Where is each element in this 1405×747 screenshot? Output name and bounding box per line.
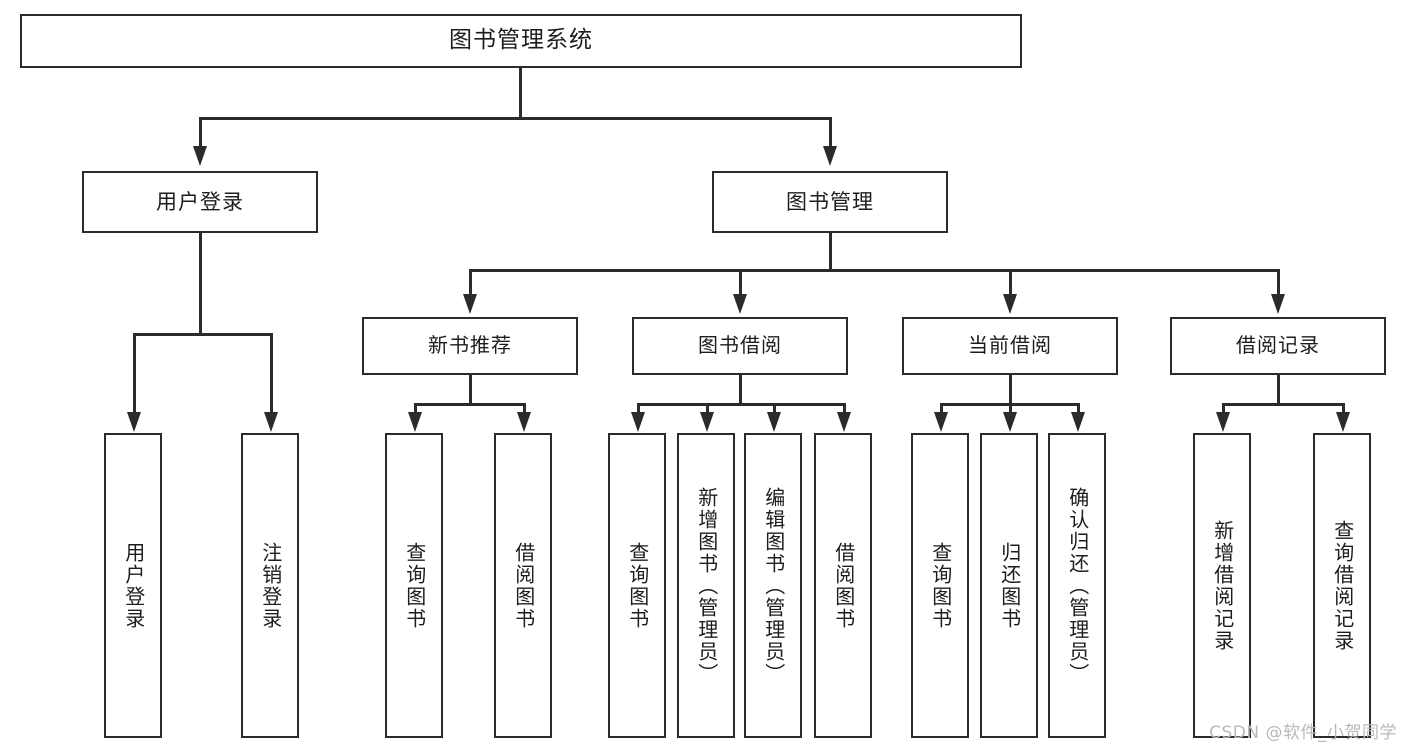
edge-current-stem bbox=[1009, 375, 1012, 405]
leaf-query-books-borrow[interactable]: 查询图书 bbox=[608, 433, 666, 738]
edge-root-to-book-mgmt bbox=[829, 117, 832, 150]
leaf-label: 查询图书 bbox=[402, 541, 427, 630]
node-label: 图书管理 bbox=[786, 189, 874, 214]
arrow-current-to-leaf-2 bbox=[1003, 412, 1017, 432]
leaf-borrow-book[interactable]: 借阅图书 bbox=[814, 433, 872, 738]
arrow-current-to-leaf-1 bbox=[934, 412, 948, 432]
leaf-user-login[interactable]: 用户登录 bbox=[104, 433, 162, 738]
arrow-book-mgmt-to-new-books bbox=[463, 294, 477, 314]
arrow-borrow-to-leaf-3 bbox=[767, 412, 781, 432]
arrow-records-to-leaf-1 bbox=[1216, 412, 1230, 432]
arrow-user-login-to-leaf-2 bbox=[264, 412, 278, 432]
node-new-book-recommend[interactable]: 新书推荐 bbox=[362, 317, 578, 375]
node-label: 图书管理系统 bbox=[449, 27, 593, 54]
leaf-label: 注销登录 bbox=[258, 541, 283, 630]
edge-root-to-user-login bbox=[199, 117, 202, 150]
edge-user-login-to-leaf-2 bbox=[270, 333, 273, 415]
edge-new-books-stem bbox=[469, 375, 472, 405]
arrow-root-to-book-mgmt bbox=[823, 146, 837, 166]
edge-records-to-leaf-2 bbox=[1342, 403, 1345, 415]
arrow-root-to-user-login bbox=[193, 146, 207, 166]
leaf-add-book-admin[interactable]: 新增图书（管理员） bbox=[677, 433, 735, 738]
node-book-management[interactable]: 图书管理 bbox=[712, 171, 948, 233]
node-current-borrow[interactable]: 当前借阅 bbox=[902, 317, 1118, 375]
leaf-label: 新增借阅记录 bbox=[1210, 519, 1235, 652]
node-book-borrow[interactable]: 图书借阅 bbox=[632, 317, 848, 375]
edge-records-bus bbox=[1222, 403, 1344, 406]
node-label: 新书推荐 bbox=[428, 333, 512, 358]
leaf-query-borrow-record[interactable]: 查询借阅记录 bbox=[1313, 433, 1371, 738]
arrow-records-to-leaf-2 bbox=[1336, 412, 1350, 432]
leaf-label: 新增图书（管理员） bbox=[694, 486, 719, 685]
edge-new-books-bus bbox=[414, 403, 526, 406]
edge-book-mgmt-to-borrow bbox=[739, 269, 742, 297]
arrow-borrow-to-leaf-1 bbox=[631, 412, 645, 432]
leaf-label: 借阅图书 bbox=[831, 541, 856, 630]
edge-borrow-to-leaf-1 bbox=[637, 403, 640, 415]
leaf-label: 用户登录 bbox=[121, 541, 146, 630]
leaf-label: 查询图书 bbox=[625, 541, 650, 630]
leaf-query-books-current[interactable]: 查询图书 bbox=[911, 433, 969, 738]
leaf-label: 查询图书 bbox=[928, 541, 953, 630]
edge-current-to-leaf-2 bbox=[1009, 403, 1012, 415]
edge-records-stem bbox=[1277, 375, 1280, 405]
leaf-query-books-recommend[interactable]: 查询图书 bbox=[385, 433, 443, 738]
edge-user-login-stem bbox=[199, 233, 202, 335]
node-label: 当前借阅 bbox=[968, 333, 1052, 358]
arrow-new-books-to-leaf-2 bbox=[517, 412, 531, 432]
node-label: 用户登录 bbox=[156, 189, 244, 214]
edge-borrow-bus bbox=[637, 403, 845, 406]
edge-records-to-leaf-1 bbox=[1222, 403, 1225, 415]
edge-borrow-to-leaf-3 bbox=[773, 403, 776, 415]
arrow-book-mgmt-to-current bbox=[1003, 294, 1017, 314]
arrow-book-mgmt-to-records bbox=[1271, 294, 1285, 314]
leaf-label: 编辑图书（管理员） bbox=[761, 486, 786, 685]
arrow-borrow-to-leaf-4 bbox=[837, 412, 851, 432]
leaf-edit-book-admin[interactable]: 编辑图书（管理员） bbox=[744, 433, 802, 738]
edge-user-login-to-leaf-1 bbox=[133, 333, 136, 415]
arrow-current-to-leaf-3 bbox=[1071, 412, 1085, 432]
edge-book-mgmt-to-current bbox=[1009, 269, 1012, 297]
node-label: 借阅记录 bbox=[1236, 333, 1320, 358]
edge-book-mgmt-bus bbox=[469, 269, 1279, 272]
edge-borrow-to-leaf-4 bbox=[843, 403, 846, 415]
arrow-book-mgmt-to-borrow bbox=[733, 294, 747, 314]
edge-current-to-leaf-1 bbox=[940, 403, 943, 415]
edge-new-books-to-leaf-1 bbox=[414, 403, 417, 415]
node-label: 图书借阅 bbox=[698, 333, 782, 358]
leaf-add-borrow-record[interactable]: 新增借阅记录 bbox=[1193, 433, 1251, 738]
edge-user-login-bus bbox=[133, 333, 272, 336]
edge-borrow-stem bbox=[739, 375, 742, 405]
edge-root-stem bbox=[519, 68, 522, 119]
edge-new-books-to-leaf-2 bbox=[523, 403, 526, 415]
edge-borrow-to-leaf-2 bbox=[706, 403, 709, 415]
leaf-label: 确认归还（管理员） bbox=[1065, 486, 1090, 685]
arrow-borrow-to-leaf-2 bbox=[700, 412, 714, 432]
leaf-borrow-books-recommend[interactable]: 借阅图书 bbox=[494, 433, 552, 738]
arrow-new-books-to-leaf-1 bbox=[408, 412, 422, 432]
leaf-label: 归还图书 bbox=[997, 541, 1022, 630]
leaf-return-book[interactable]: 归还图书 bbox=[980, 433, 1038, 738]
leaf-label: 查询借阅记录 bbox=[1330, 519, 1355, 652]
node-borrow-records[interactable]: 借阅记录 bbox=[1170, 317, 1386, 375]
edge-book-mgmt-to-new-books bbox=[469, 269, 472, 297]
arrow-user-login-to-leaf-1 bbox=[127, 412, 141, 432]
leaf-label: 借阅图书 bbox=[511, 541, 536, 630]
edge-book-mgmt-to-records bbox=[1277, 269, 1280, 297]
edge-book-mgmt-stem bbox=[829, 233, 832, 271]
edge-current-to-leaf-3 bbox=[1077, 403, 1080, 415]
edge-root-bus bbox=[199, 117, 832, 120]
node-root-system[interactable]: 图书管理系统 bbox=[20, 14, 1022, 68]
leaf-confirm-return-admin[interactable]: 确认归还（管理员） bbox=[1048, 433, 1106, 738]
node-user-login[interactable]: 用户登录 bbox=[82, 171, 318, 233]
leaf-logout[interactable]: 注销登录 bbox=[241, 433, 299, 738]
